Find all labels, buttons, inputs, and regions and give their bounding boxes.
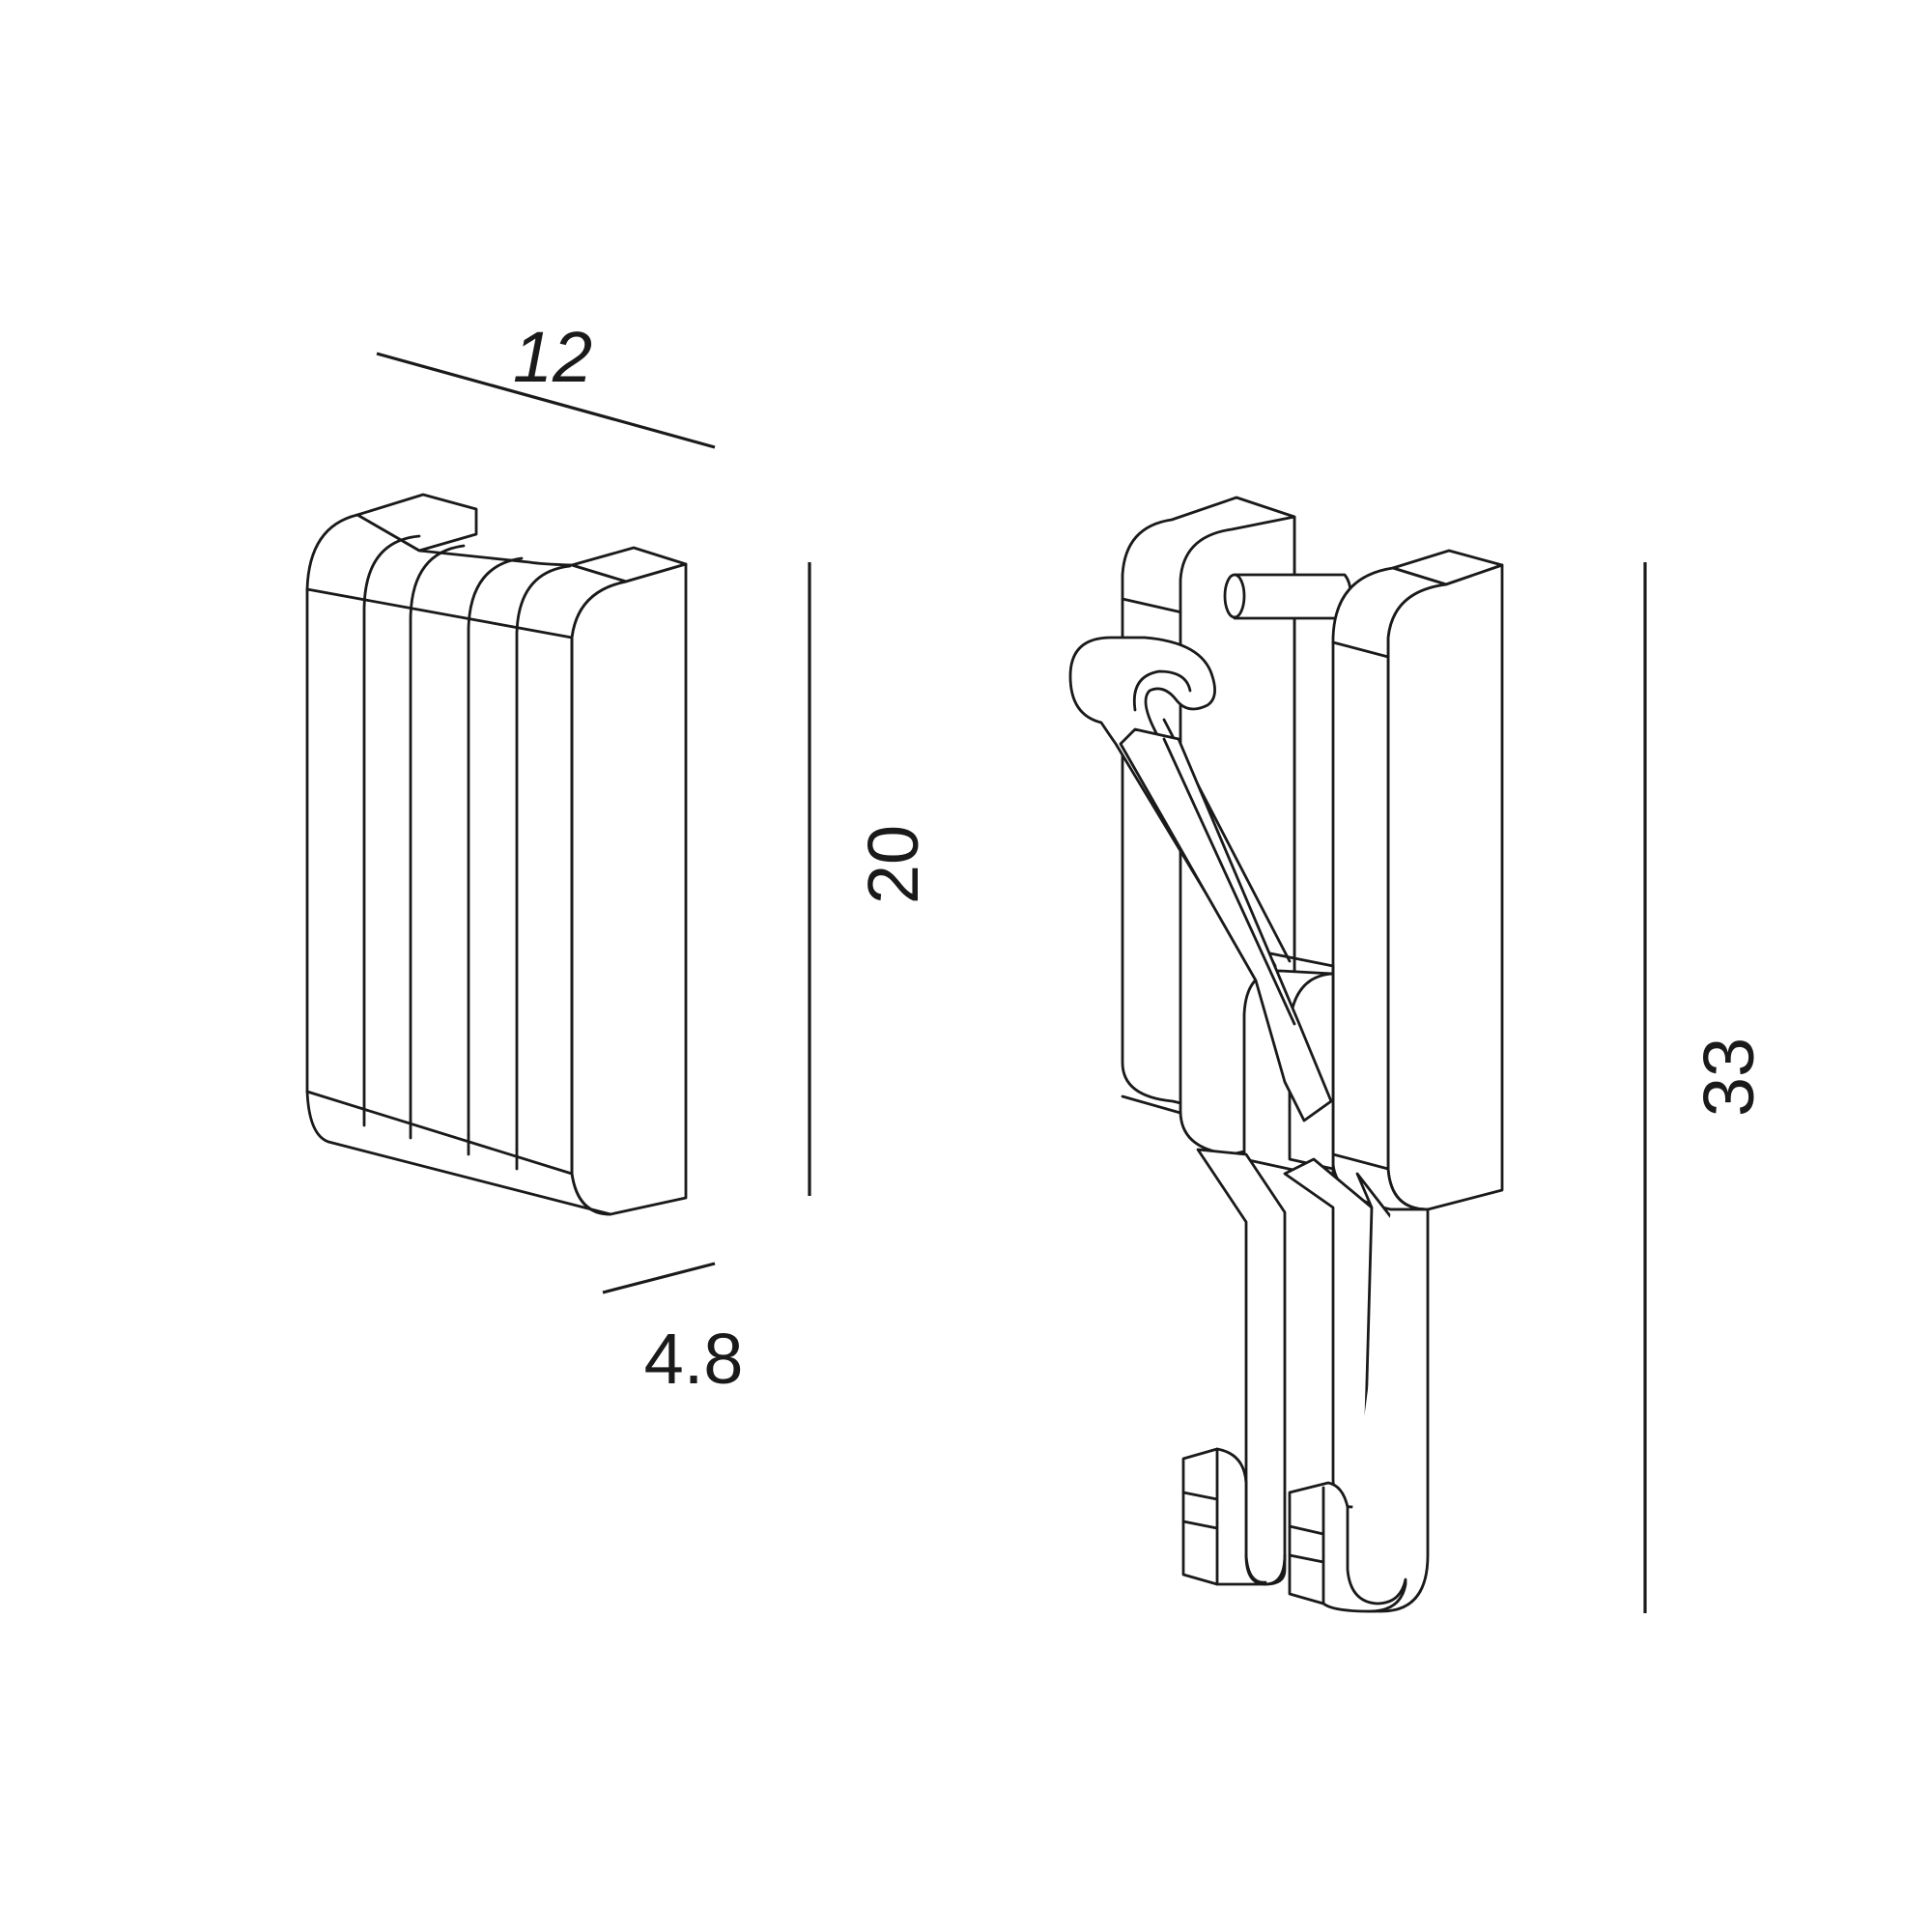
hook-diagonal-arm-inner [1162, 737, 1296, 1026]
hook-j-left-bands [1181, 1447, 1219, 1586]
clip-body [305, 513, 628, 1216]
hook-j-left-curve [1244, 1553, 1267, 1584]
dimension-20: 20 [808, 562, 933, 1196]
hook-right-side-bottom-band [1331, 1152, 1390, 1171]
dimension-12-label: 12 [513, 317, 592, 397]
hook-stem-middle [1283, 1157, 1374, 1509]
dimension-33-label: 33 [1689, 1037, 1769, 1117]
dimension-12-line [376, 352, 716, 449]
hook-j-right-bands [1288, 1486, 1325, 1605]
hook-j-left [1181, 1447, 1287, 1586]
ribbed-clip [305, 493, 688, 1216]
dimension-4-8-line [602, 1262, 716, 1294]
hook-j-right [1288, 1481, 1407, 1613]
dimension-20-label: 20 [853, 825, 933, 904]
hook-right-block-front [1386, 563, 1504, 1211]
clip-rib-3 [467, 556, 524, 1137]
clip-bottom-band [305, 1090, 574, 1176]
clip-top-band [305, 587, 574, 639]
hook-pin-end [1223, 573, 1246, 619]
hook-diagonal-arm [1119, 727, 1333, 1122]
hook-boss-top-line [1259, 950, 1335, 978]
hook-clip [1068, 496, 1504, 1613]
dimension-4-8: 4.8 [602, 1262, 744, 1399]
clip-rib-1 [362, 534, 421, 1111]
hook-right-side-top-band [1331, 640, 1390, 659]
dimension-4-8-label: 4.8 [644, 1319, 744, 1399]
clip-rib-4 [515, 564, 572, 1151]
dimension-33: 33 [1643, 562, 1769, 1613]
dimension-12: 12 [376, 317, 716, 449]
clip-rib-bottoms [362, 1107, 519, 1171]
clip-right-block-front [570, 562, 688, 1216]
clip-rib-2 [409, 544, 466, 1122]
